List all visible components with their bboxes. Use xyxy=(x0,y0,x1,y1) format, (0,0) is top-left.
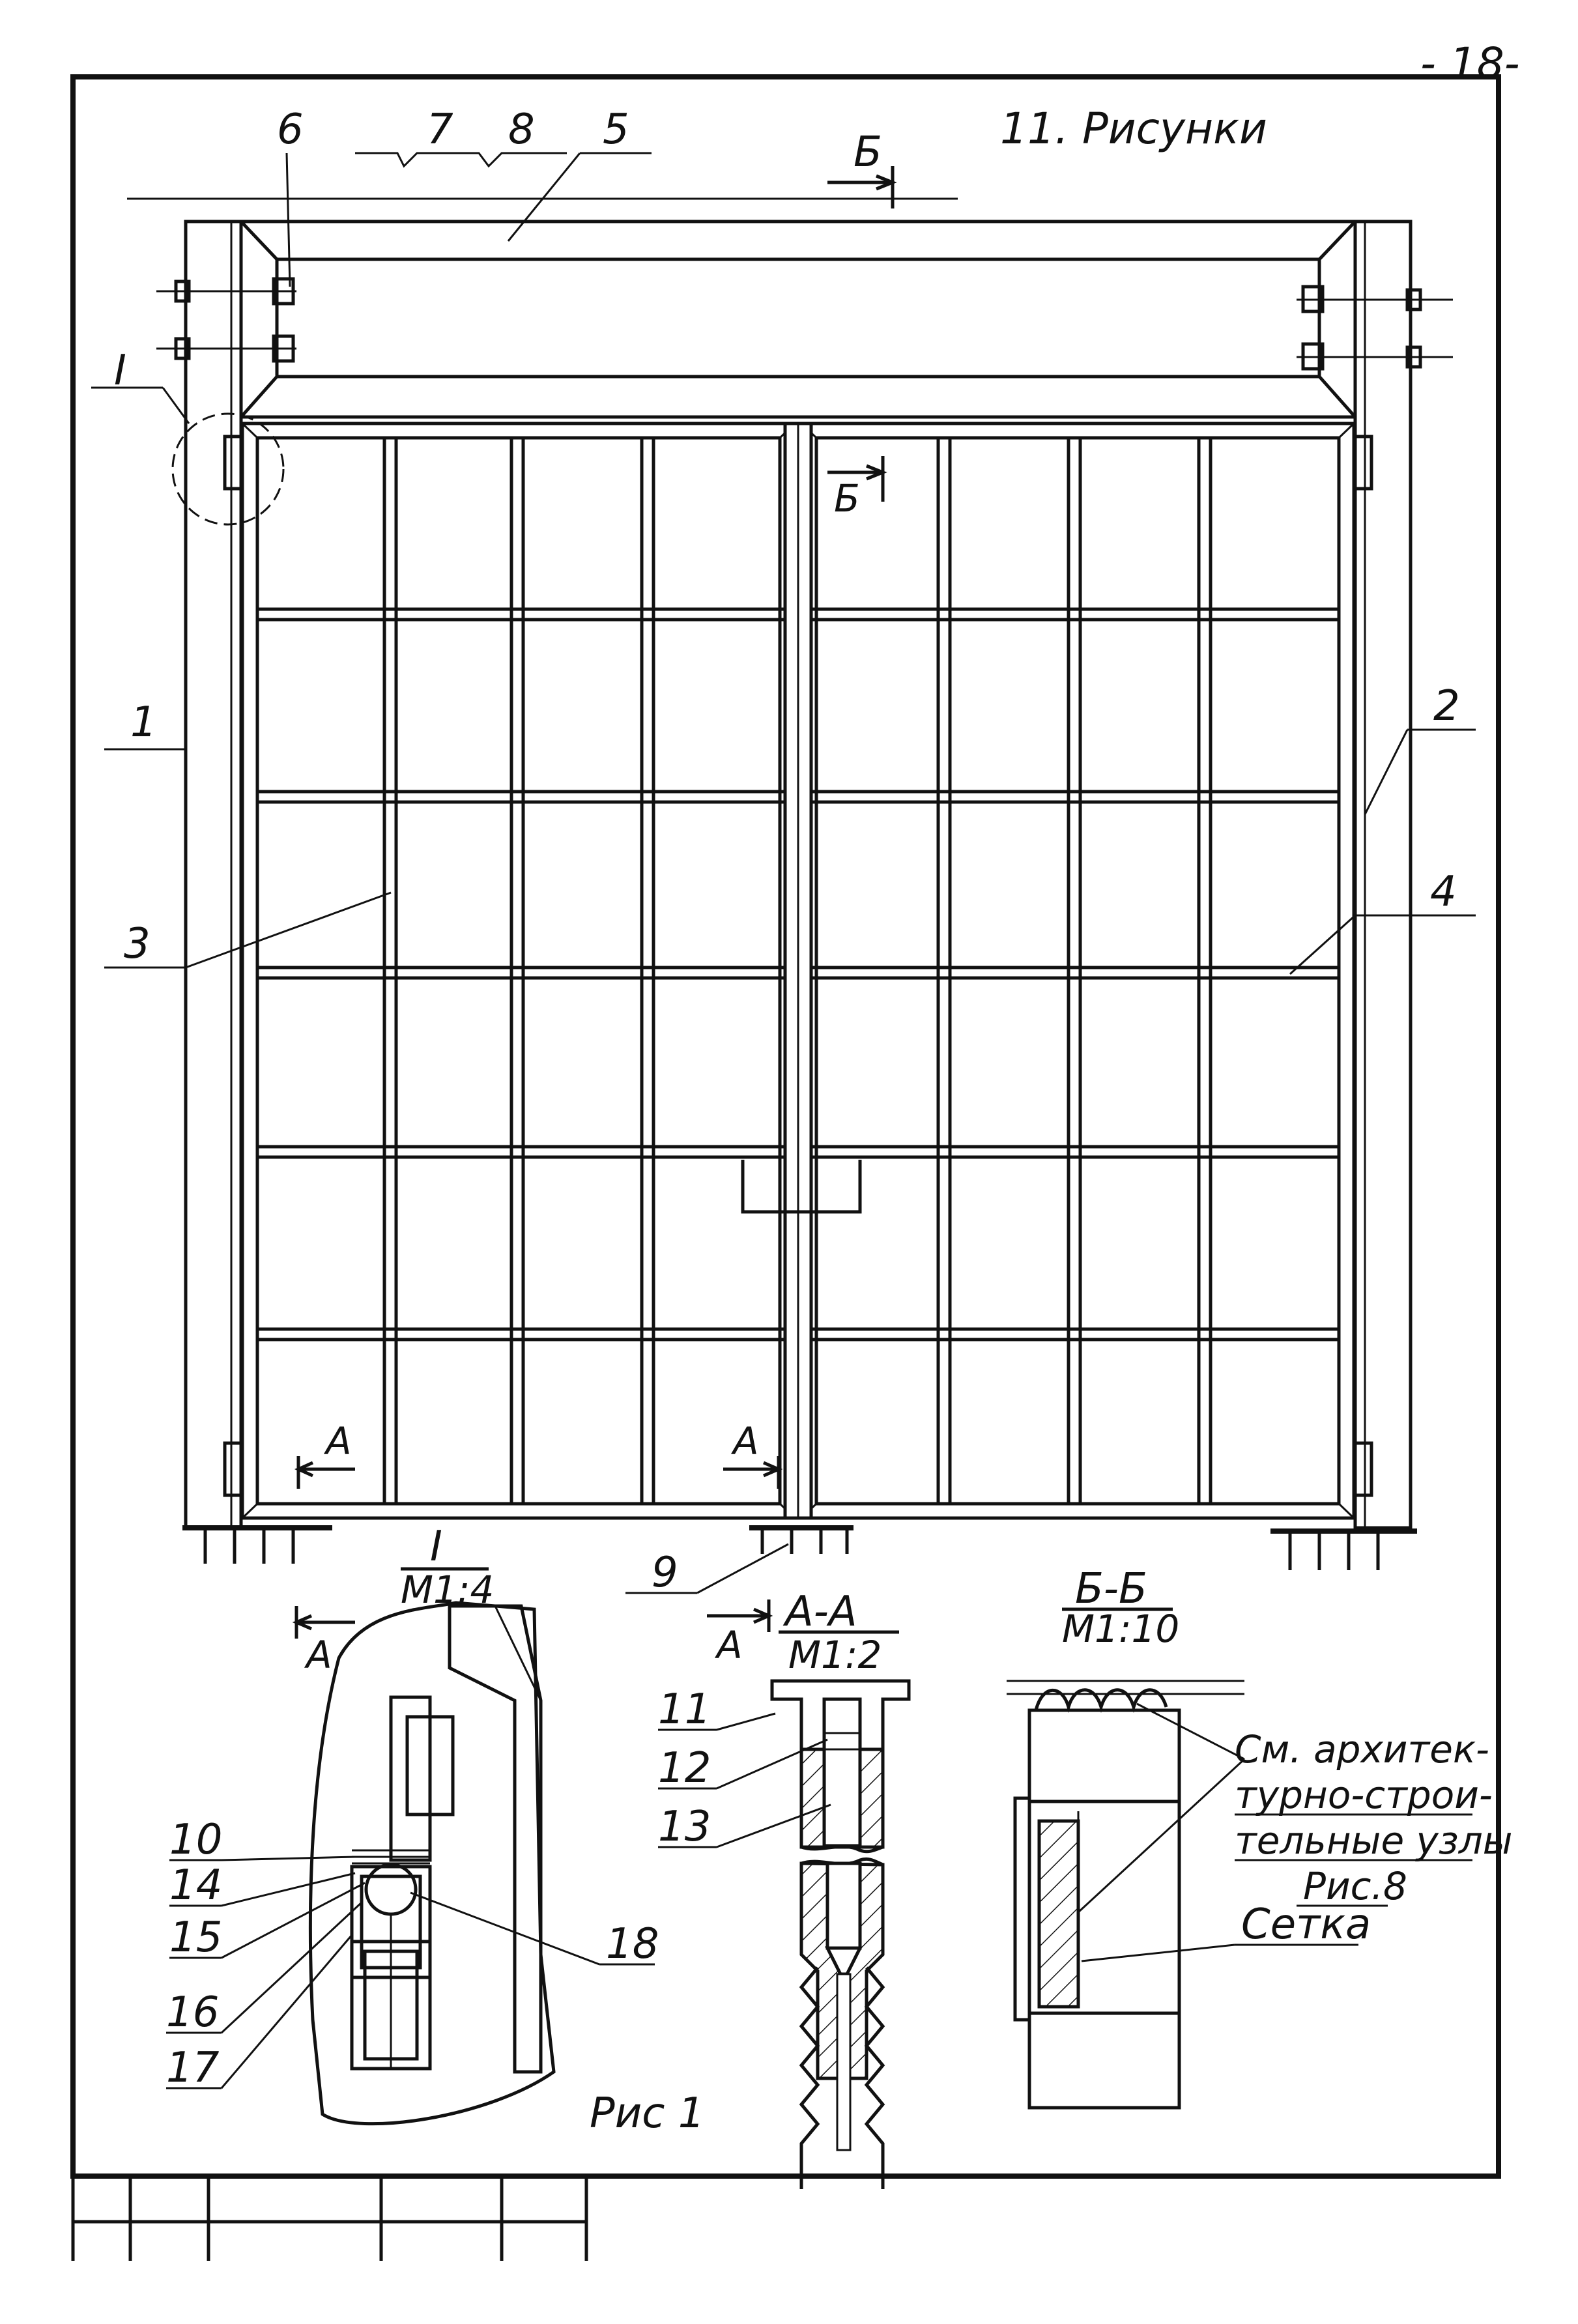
detail-I: I М1:4 А xyxy=(166,1523,655,2126)
callout-3: 3 xyxy=(124,920,151,968)
section-mark-aa-center: А xyxy=(730,1419,759,1463)
node-I-marker xyxy=(171,412,285,526)
callout-2: 2 xyxy=(1433,682,1460,730)
callout-1: 1 xyxy=(130,698,157,747)
left-post xyxy=(184,220,243,1530)
detail-I-section-mark: А xyxy=(304,1633,332,1677)
detail-BB: Б-Б М1:10 xyxy=(1007,1565,1358,2110)
section-mark-aa-left: А xyxy=(323,1419,352,1463)
grid-bars xyxy=(255,422,1341,1520)
note-mesh: Сетка xyxy=(1241,1901,1371,1949)
callout-16: 16 xyxy=(166,1988,219,2037)
note-line-2: турно-строи- xyxy=(1235,1773,1493,1817)
section-mark-bb-inner: Б xyxy=(834,476,860,521)
right-post xyxy=(1353,220,1413,1530)
left-leaf xyxy=(240,422,797,1520)
note-line-3: тельные узлы xyxy=(1235,1818,1513,1863)
detail-BB-scale: М1:10 xyxy=(1062,1607,1179,1651)
callout-10: 10 xyxy=(169,1816,222,1864)
section-title: 11. Рисунки xyxy=(1000,104,1267,154)
callout-15: 15 xyxy=(169,1914,222,1962)
figure-caption: Рис 1 xyxy=(590,2089,704,2138)
detail-AA: А-А М1:2 А xyxy=(658,1588,911,2189)
note-line-1: См. архитек- xyxy=(1235,1727,1489,1772)
callout-9: 9 xyxy=(652,1549,678,1597)
callout-11: 11 xyxy=(658,1686,711,1734)
callout-5: 5 xyxy=(603,106,629,154)
detail-AA-scale: М1:2 xyxy=(788,1633,882,1677)
callout-14: 14 xyxy=(169,1861,222,1910)
section-mark-bb-top: Б xyxy=(854,128,882,177)
gate-elevation xyxy=(156,220,1453,1570)
sheet-frame xyxy=(70,74,1501,2261)
note-line-4: Рис.8 xyxy=(1303,1864,1407,1908)
callout-13: 13 xyxy=(658,1803,711,1851)
lock-plate xyxy=(741,1160,862,1214)
transom-panel xyxy=(240,220,1356,419)
page-number: - 18- xyxy=(1420,38,1520,89)
callout-4: 4 xyxy=(1430,868,1457,916)
leaders xyxy=(91,152,1476,1594)
callout-6: 6 xyxy=(277,106,304,154)
node-I-label: I xyxy=(114,347,126,395)
right-leaf xyxy=(799,422,1356,1520)
detail-AA-title: А-А xyxy=(782,1588,857,1636)
detail-BB-title: Б-Б xyxy=(1075,1565,1147,1613)
callout-18: 18 xyxy=(606,1920,659,1968)
bolts-left xyxy=(156,277,296,491)
callout-8: 8 xyxy=(508,106,535,154)
callout-12: 12 xyxy=(658,1744,711,1792)
callout-7: 7 xyxy=(427,106,453,154)
detail-I-title: I xyxy=(430,1523,442,1571)
callout-17: 17 xyxy=(166,2044,220,2092)
detail-AA-section-mark: А xyxy=(714,1623,743,1667)
anchors xyxy=(182,1525,1417,1570)
